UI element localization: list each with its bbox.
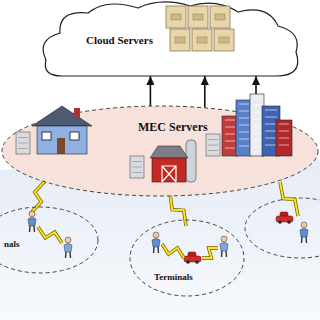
cell-outline	[2, 106, 318, 196]
person-icon	[152, 232, 160, 253]
server-icon	[206, 134, 220, 156]
city-icon	[222, 94, 292, 156]
node-label: MEC Servers	[138, 120, 208, 134]
cloud-server-cluster	[166, 6, 234, 51]
uplink-arrow	[204, 76, 206, 108]
terminal-cell	[245, 198, 320, 258]
cloud-node: Cloud Servers	[40, 0, 300, 80]
server-icon	[16, 132, 30, 154]
car-icon	[184, 252, 201, 264]
person-icon	[28, 211, 36, 232]
node-shape	[40, 0, 300, 80]
wireless-link	[162, 244, 184, 258]
node-shape	[0, 104, 320, 198]
cell-outline	[130, 220, 244, 296]
wireless-link	[280, 182, 298, 216]
person-icon	[220, 236, 228, 257]
server-icon	[130, 156, 144, 178]
node-shape	[128, 218, 246, 298]
node-label: Cloud Servers	[86, 34, 153, 47]
wireless-link	[38, 227, 62, 243]
terminal-cell: nals	[0, 205, 100, 275]
uplink-arrow	[150, 76, 152, 106]
node-label: Terminals	[154, 272, 193, 283]
terminal-cell: Terminals	[128, 218, 246, 298]
cell-outline	[0, 207, 98, 273]
car-icon	[276, 212, 293, 224]
wireless-link	[202, 248, 218, 258]
person-icon	[64, 237, 72, 258]
node-label: nals	[4, 239, 20, 250]
person-icon	[300, 222, 308, 243]
wireless-link	[30, 180, 46, 214]
cloud-outline	[43, 2, 298, 76]
barn-icon	[150, 140, 196, 182]
mec-region: MEC Servers	[0, 104, 320, 198]
house-icon	[32, 106, 92, 154]
